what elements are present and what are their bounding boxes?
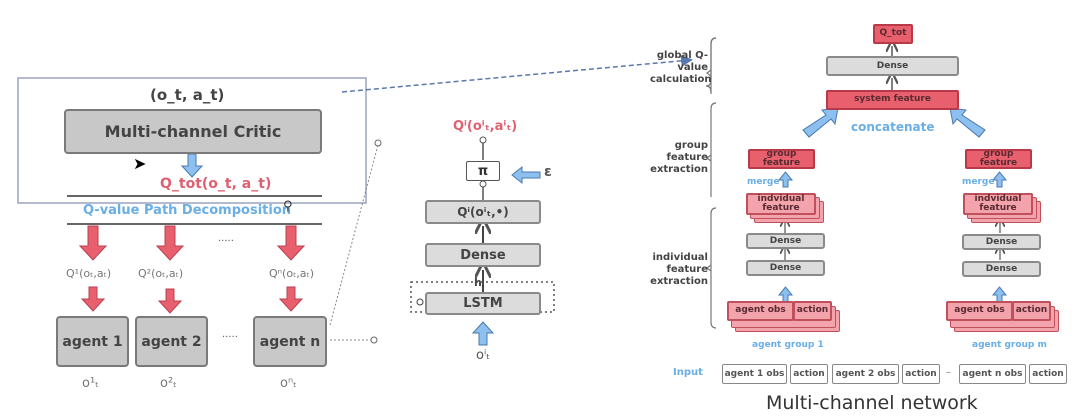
- dotted-link-top: [329, 144, 379, 326]
- group-1-individual-feature-box: indvidual feature: [746, 193, 816, 215]
- group-m-dense-2-box: Dense: [962, 261, 1041, 277]
- agent-1-q-label: Q¹(oₜ,aₜ): [66, 267, 112, 280]
- stage-label-individual: individual feature extraction: [650, 252, 708, 287]
- agent-group-1-label: agent group 1: [752, 340, 824, 350]
- agent-2-box: agent 2: [135, 316, 208, 367]
- red-arrows: [78, 225, 306, 314]
- group-1-feature-box: group feature: [748, 149, 815, 169]
- input-agent-n-action: action: [1029, 364, 1067, 384]
- group-1-agent-obs-box: agent obs: [727, 301, 794, 321]
- agent-n-obs-label: oⁿₜ: [280, 376, 297, 391]
- dashed-link: [341, 54, 693, 93]
- group-1-dense-2-box: Dense: [746, 260, 825, 276]
- agents-ellipsis-top: ·····: [218, 236, 234, 247]
- input-agent-1-obs: agent 1 obs: [722, 364, 787, 384]
- multi-channel-critic-box: Multi-channel Critic: [64, 109, 322, 154]
- group-m-individual-feature-box: indvidual feature: [963, 193, 1033, 215]
- q-tot-box: Q_tot: [873, 24, 913, 44]
- agent-q-output-label: Qⁱ(oⁱₜ,aⁱₜ): [453, 119, 518, 134]
- agent-group-m-label: agent group m: [972, 340, 1047, 350]
- group-1-merge-label: merge: [747, 177, 780, 187]
- group-m-action-box: action: [1012, 301, 1051, 321]
- agent-n-box: agent n: [253, 316, 327, 367]
- input-agent-n-obs: agent n obs: [959, 364, 1026, 384]
- system-feature-box: system feature: [826, 90, 959, 110]
- agent-n-q-label: Qⁿ(oₜ,aₜ): [269, 267, 315, 280]
- agent-1-box: agent 1: [56, 316, 129, 367]
- qtot-label: Q_tot(o_t, a_t): [160, 176, 272, 192]
- agent-obs-input-label: oⁱₜ: [476, 348, 491, 363]
- hidden-state-label: h: [474, 276, 482, 289]
- stage-label-group: group feature extraction: [650, 140, 708, 175]
- critic-input-label: (o_t, a_t): [150, 86, 225, 104]
- q-value-path-decomposition-label: Q-value Path Decomposition: [83, 203, 292, 218]
- critic-down-arrow: [180, 153, 204, 178]
- stage-label-global: global Q-value calculation: [650, 50, 712, 85]
- critic-frame: [17, 77, 367, 204]
- multi-channel-network-title: Multi-channel network: [766, 392, 978, 414]
- group-m-merge-label: merge: [962, 177, 995, 187]
- input-agent-2-action: action: [902, 364, 940, 384]
- mouse-cursor-icon: ➤: [133, 154, 147, 173]
- epsilon-label: ε: [544, 164, 552, 180]
- agent-2-q-label: Q²(oₜ,aₜ): [138, 267, 184, 280]
- agent-dense-box: Dense: [425, 243, 541, 267]
- input-ellipsis: –: [946, 367, 951, 378]
- input-row-label: Input: [673, 367, 703, 378]
- input-agent-1-action: action: [790, 364, 828, 384]
- group-m-agent-obs-box: agent obs: [946, 301, 1013, 321]
- group-m-dense-1-box: Dense: [962, 234, 1041, 250]
- agents-ellipsis-bottom: ·····: [222, 332, 238, 343]
- group-1-action-box: action: [793, 301, 832, 321]
- concatenate-label: concatenate: [851, 120, 935, 134]
- group-m-feature-box: group feature: [965, 149, 1032, 169]
- group-1-dense-1-box: Dense: [746, 233, 825, 249]
- agent-q-box: Qⁱ(oⁱₜ,•): [425, 200, 541, 224]
- input-agent-2-obs: agent 2 obs: [832, 364, 899, 384]
- lstm-box: LSTM: [425, 292, 541, 315]
- agent-1-obs-label: o¹ₜ: [82, 376, 99, 391]
- paint-roller-icon: ⚲: [283, 199, 293, 214]
- agent-2-obs-label: o²ₜ: [160, 376, 177, 391]
- policy-box: π: [466, 161, 500, 181]
- global-dense-box: Dense: [826, 56, 959, 76]
